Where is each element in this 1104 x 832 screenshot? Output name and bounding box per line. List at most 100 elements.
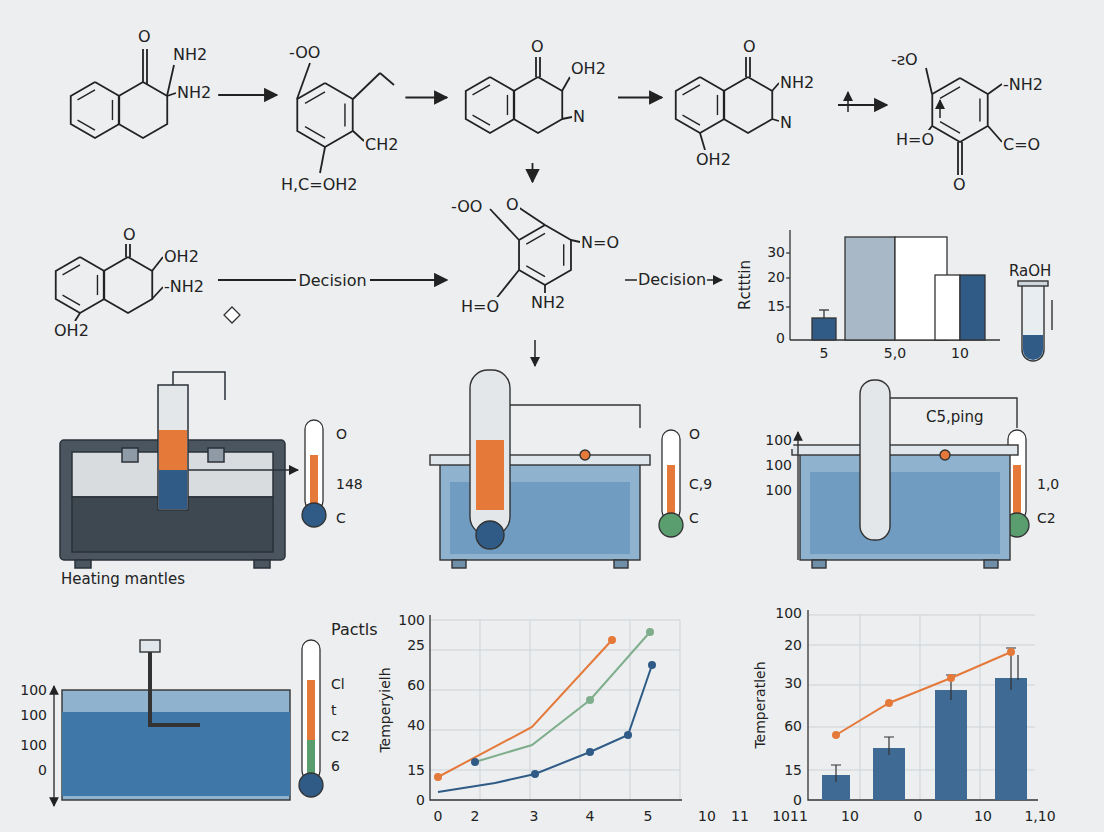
bond-line [152, 287, 163, 299]
molecule-structure: OOH2-NH2OH2 [45, 225, 215, 345]
line-chart [531, 770, 539, 778]
bar-chart [845, 237, 895, 340]
water-bath [940, 450, 950, 460]
bar-chart [789, 230, 790, 340]
bar-line-chart [980, 615, 981, 800]
reaction-arrow [405, 97, 447, 99]
double-bond [344, 103, 345, 126]
atom-label: OH2 [163, 247, 200, 266]
axis-tick: 5,0 [883, 345, 907, 362]
thermometer [307, 740, 315, 775]
axis-tick: 10 [840, 808, 860, 825]
atom-label: H=O [460, 297, 500, 316]
axis-tick: 1011 [771, 808, 809, 825]
thermometer-reading: C,9 [688, 476, 713, 493]
bar-line-chart [873, 748, 905, 800]
molecule-structure: -ƨO-NH2H=OOC=O [890, 30, 1060, 205]
line-chart [434, 773, 442, 781]
thermometer [307, 680, 315, 740]
line-chart [648, 661, 656, 669]
axis-tick: 4 [585, 808, 596, 825]
bond-line [297, 63, 310, 99]
water-bath [510, 405, 640, 428]
atom-label: C=O [1002, 135, 1041, 154]
heating-mantle [60, 372, 298, 568]
atom-label: O [742, 37, 757, 56]
heating-mantle [158, 385, 188, 510]
atom-label: -NH2 [163, 277, 205, 296]
water-bath [430, 455, 650, 465]
bar-line-chart [831, 648, 1018, 782]
double-bond [78, 120, 95, 130]
axis-tick: 15 [406, 762, 426, 779]
axis-tick: 100 [774, 605, 803, 622]
axis-tick: 30 [783, 675, 803, 692]
thermometer [310, 455, 318, 507]
water-bath [580, 450, 590, 460]
axis-tick: 100 [764, 457, 793, 474]
water-bath [614, 560, 628, 568]
molecule-structure: -OOCH2H,C=OH2 [280, 35, 402, 210]
water-bath [890, 398, 1017, 428]
atom-label: N [779, 113, 793, 132]
thermometer [662, 430, 680, 520]
heating-mantle [75, 560, 91, 568]
axis-tick: 100 [764, 482, 793, 499]
double-bond [979, 98, 980, 121]
heating-mantle [188, 469, 298, 471]
axis-tick: 100 [397, 612, 426, 629]
axis-tick: 40 [406, 717, 426, 734]
line-chart [430, 650, 680, 651]
double-bond [473, 85, 490, 95]
line-chart [475, 632, 650, 762]
edge-note: Decision [637, 270, 707, 289]
water-bath [150, 650, 200, 725]
bar-chart [935, 275, 960, 340]
ring-bond [71, 82, 119, 138]
ring-bond [297, 83, 352, 147]
bond-drawing [665, 35, 835, 175]
ring-bond [724, 77, 772, 133]
thermometer-reading: C [335, 510, 347, 527]
bond-line [544, 285, 546, 293]
reaction-arrow [534, 340, 536, 366]
bond-line [518, 207, 545, 225]
atom-label: -OO [288, 43, 321, 62]
axis-tick: 0 [433, 808, 444, 825]
atom-label: O [137, 27, 152, 46]
line-chart [430, 730, 680, 731]
bar-line-chart [995, 678, 1027, 800]
line-chart [438, 665, 652, 792]
molecule-structure: OOH2N [450, 35, 615, 160]
ring-bond [514, 77, 562, 133]
double-bond [683, 85, 700, 95]
water-bath [140, 640, 160, 652]
apparatus-label: Heating mantles [60, 570, 186, 588]
thermometer [302, 503, 326, 527]
axis-tick: 30 [766, 244, 786, 261]
reaction-arrow [838, 104, 887, 106]
water-bath [476, 521, 504, 549]
apparatus-label: C5,ping [925, 408, 985, 426]
bond-line [75, 313, 80, 321]
line-chart [438, 640, 612, 777]
bond-line [320, 147, 325, 173]
molecule-structure: -OOON=OH=ONH2 [450, 185, 623, 335]
axis-title: Rctttin [736, 259, 754, 311]
ring-bond [466, 77, 514, 133]
axis-tick: 5 [643, 808, 654, 825]
double-bond [112, 100, 113, 120]
double-bond [63, 265, 80, 275]
heating-mantle [208, 448, 224, 462]
ring-bond [104, 257, 152, 313]
axis-tick: 20 [783, 637, 803, 654]
reaction-arrow [532, 163, 534, 182]
axis-tick: 100 [19, 682, 48, 699]
line-chart [430, 615, 682, 800]
bond-line [926, 68, 932, 94]
reaction-arrow [535, 92, 940, 366]
water-bath [53, 686, 54, 806]
thermometer-reading: t [330, 702, 338, 719]
axis-tick: 1,10 [1023, 808, 1056, 825]
bond-line [749, 57, 751, 77]
